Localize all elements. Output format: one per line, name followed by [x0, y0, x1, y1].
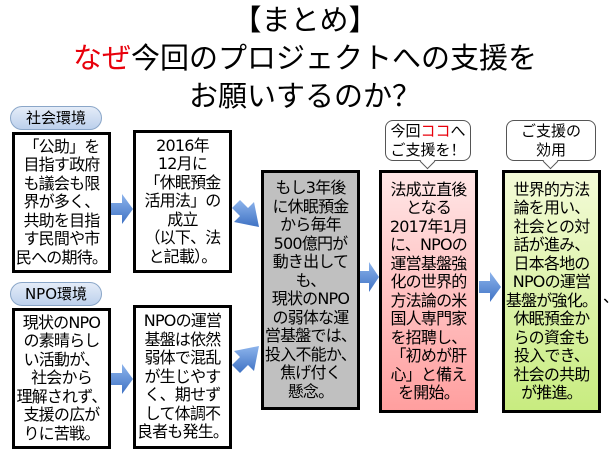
title-line-3: お願いするのか？: [188, 79, 421, 113]
box-project: 法成立直後 となる 2017年1月 に、NPOの 運営基盤強 化の世界的 方法論…: [379, 170, 478, 413]
box-social-environment: 「公助」を 目指す政府 も議会も限 界が多く、 共助を目指 す民間や市 民への期…: [12, 132, 111, 273]
box-law-enactment: 2016年 12月に 「休眠預金 活用法」の 成立 （以下、法 と記載）。: [133, 130, 232, 273]
callout-support-effect: ご支援の 効用: [506, 120, 596, 161]
callout-text: 今回: [390, 122, 421, 140]
title-line-2-text: 今回のプロジェクトへの支援を: [131, 41, 538, 75]
label-npo-environment: NPO環境: [10, 282, 102, 306]
callout-text: へ: [450, 122, 466, 140]
arrow-down-right-icon: [232, 200, 259, 227]
callout-support-here: 今回ココへご支援を！: [385, 120, 471, 161]
arrow-right-icon: [479, 272, 501, 302]
arrow-right-icon: [111, 364, 133, 394]
stray-comma: 、: [603, 283, 610, 307]
label-social-environment: 社会環境: [10, 106, 102, 130]
callout-emphasis: ココ: [420, 122, 451, 140]
callout-text-line2: ご支援を！: [390, 141, 466, 159]
box-concern: もし3年後 に休眠預金 から毎年 500億円が 動き出して も、 現状のNPO …: [261, 170, 360, 410]
title-emphasis: なぜ: [72, 41, 131, 75]
arrow-right-icon: [111, 194, 133, 224]
title-line-1: 【まとめ】: [232, 3, 378, 37]
arrow-right-icon: [360, 262, 379, 292]
box-npo-environment: 現状のNPO の素晴らし い活動が、 社会から 理解されず、 支援の広が りに苦…: [12, 308, 111, 449]
title-line-2: なぜ今回のプロジェクトへの支援を: [0, 40, 610, 76]
arrow-up-right-icon: [232, 346, 259, 373]
box-npo-base: NPOの運営 基盤は依然 弱体で混乱 が生じやす く、期せず して体調不 良者も…: [133, 305, 232, 449]
box-effect: 世界的方法 論を用い、 社会との対 話が進み、 日本各地の NPOの運営 基盤が…: [502, 170, 601, 413]
